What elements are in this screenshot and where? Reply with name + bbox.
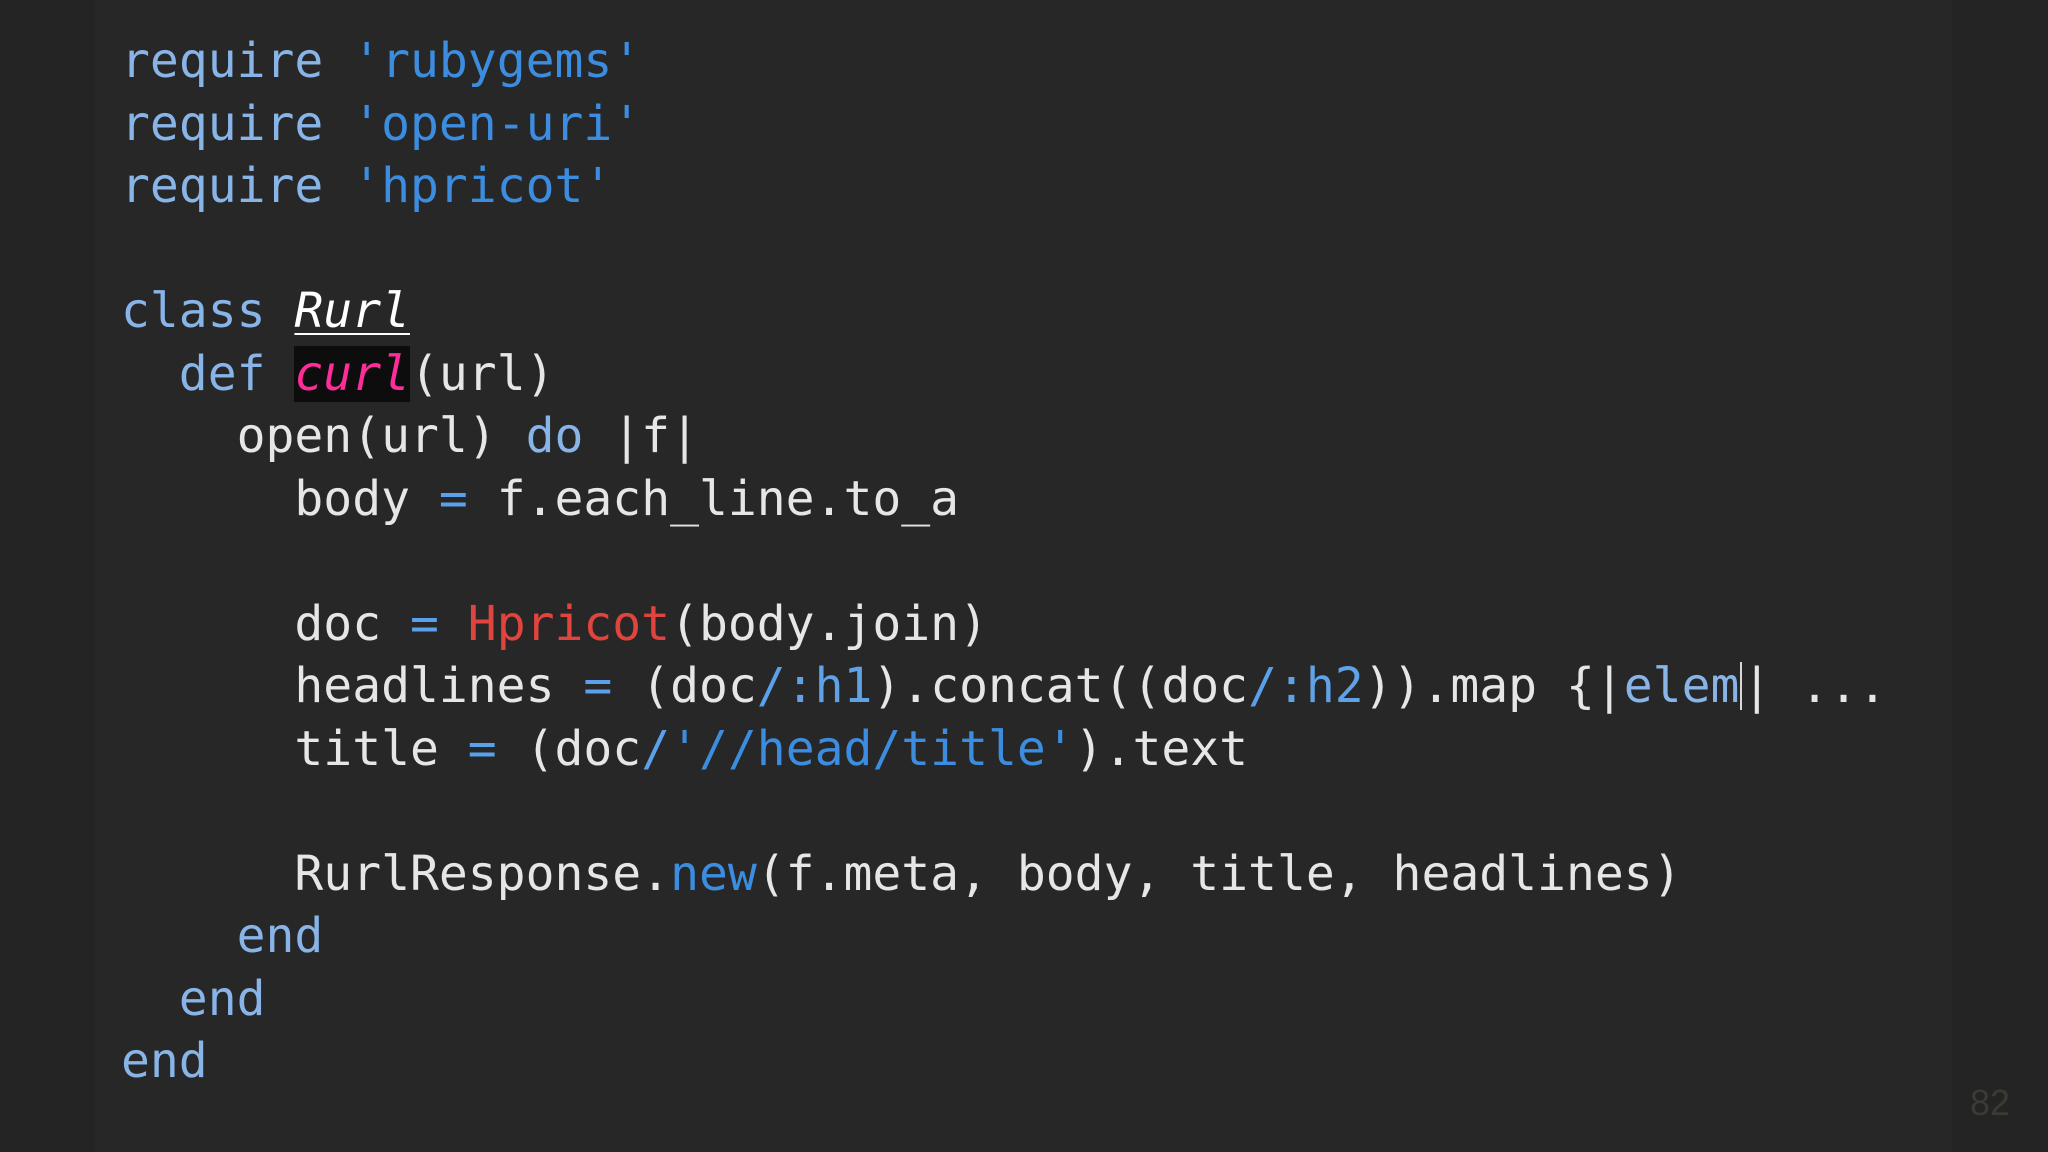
slide-page-number: 82 [1969, 1082, 2010, 1123]
code-text: (doc [612, 658, 757, 714]
code-line: require 'hpricot' [121, 155, 1887, 218]
method-name: curl [294, 345, 410, 402]
code-text: body [294, 470, 439, 527]
code-text: ).text [1074, 720, 1249, 777]
keyword-class: class [121, 283, 266, 339]
text-cursor [1740, 662, 1743, 710]
code-line-blank [121, 530, 1887, 593]
code-text: RurlResponse. [294, 845, 671, 902]
code-line: doc = Hpricot(body.join) [121, 593, 1887, 656]
assignment-operator: = [438, 470, 468, 527]
assignment-operator: = [467, 720, 497, 777]
code-line: headlines = (doc/:h1).concat((doc/:h2)).… [121, 655, 1887, 718]
slash-operator: / [1248, 658, 1277, 714]
indent [121, 658, 294, 714]
indent [121, 971, 179, 1027]
code-text: headlines [294, 658, 584, 714]
code-text: (body.join) [670, 595, 988, 652]
code-line: title = (doc/'//head/title').text [121, 718, 1887, 781]
keyword-require: require [121, 158, 324, 214]
code-text: (f.meta, body, title, headlines) [756, 845, 1682, 902]
code-text: open(url) [236, 408, 526, 464]
code-line: end [121, 905, 1887, 968]
symbol-literal: :h1 [785, 658, 873, 714]
method-params: (url) [410, 345, 555, 402]
assignment-operator: = [409, 595, 439, 652]
code-line: def curl(url) [121, 343, 1887, 406]
slash-operator: / [756, 658, 786, 714]
constant-hpricot: Hpricot [438, 595, 671, 652]
code-text: (doc [496, 720, 642, 777]
code-line: require 'rubygems' [121, 30, 1887, 93]
code-line-blank [121, 218, 1887, 281]
indent [121, 908, 237, 964]
string-literal: 'open-uri' [352, 95, 642, 152]
code-line: end [121, 1030, 1887, 1093]
method-new: new [670, 845, 757, 902]
code-line: class Rurl [121, 280, 1887, 343]
code-text: doc [294, 595, 410, 652]
code-text: |f| [583, 408, 699, 464]
indent [121, 721, 294, 777]
assignment-operator: = [583, 658, 613, 714]
code-line: open(url) do |f| [121, 405, 1887, 468]
code-line-blank [121, 780, 1887, 843]
code-line: body = f.each_line.to_a [121, 468, 1887, 531]
slash-operator: / [641, 720, 671, 777]
code-line: RurlResponse.new(f.meta, body, title, he… [121, 843, 1887, 906]
code-text: )).map {| [1363, 658, 1624, 714]
block-variable: elem [1623, 658, 1740, 714]
string-literal: 'rubygems' [352, 33, 642, 89]
keyword-def: def [178, 345, 266, 402]
code-text: title [294, 720, 468, 777]
code-line: require 'open-uri' [121, 93, 1887, 156]
code-panel [95, 0, 1952, 1152]
indent [121, 408, 237, 464]
code-text: | ... [1742, 658, 1887, 714]
indent [121, 346, 179, 402]
keyword-end: end [236, 908, 324, 964]
indent [121, 846, 294, 902]
code-text: ).concat((doc [872, 658, 1249, 714]
symbol-literal: :h2 [1276, 658, 1364, 714]
code-line: end [121, 968, 1887, 1031]
indent [121, 471, 294, 527]
code-editor: require 'rubygems'require 'open-uri'requ… [121, 30, 1887, 1093]
keyword-end: end [178, 970, 266, 1027]
keyword-do: do [525, 408, 584, 464]
keyword-end: end [121, 1033, 208, 1089]
code-text: f.each_line.to_a [467, 470, 960, 527]
indent [121, 596, 294, 652]
string-literal: '//head/title' [670, 720, 1075, 777]
keyword-require: require [121, 33, 324, 89]
class-name: Rurl [294, 283, 410, 339]
keyword-require: require [121, 95, 324, 152]
string-literal: 'hpricot' [352, 158, 613, 214]
